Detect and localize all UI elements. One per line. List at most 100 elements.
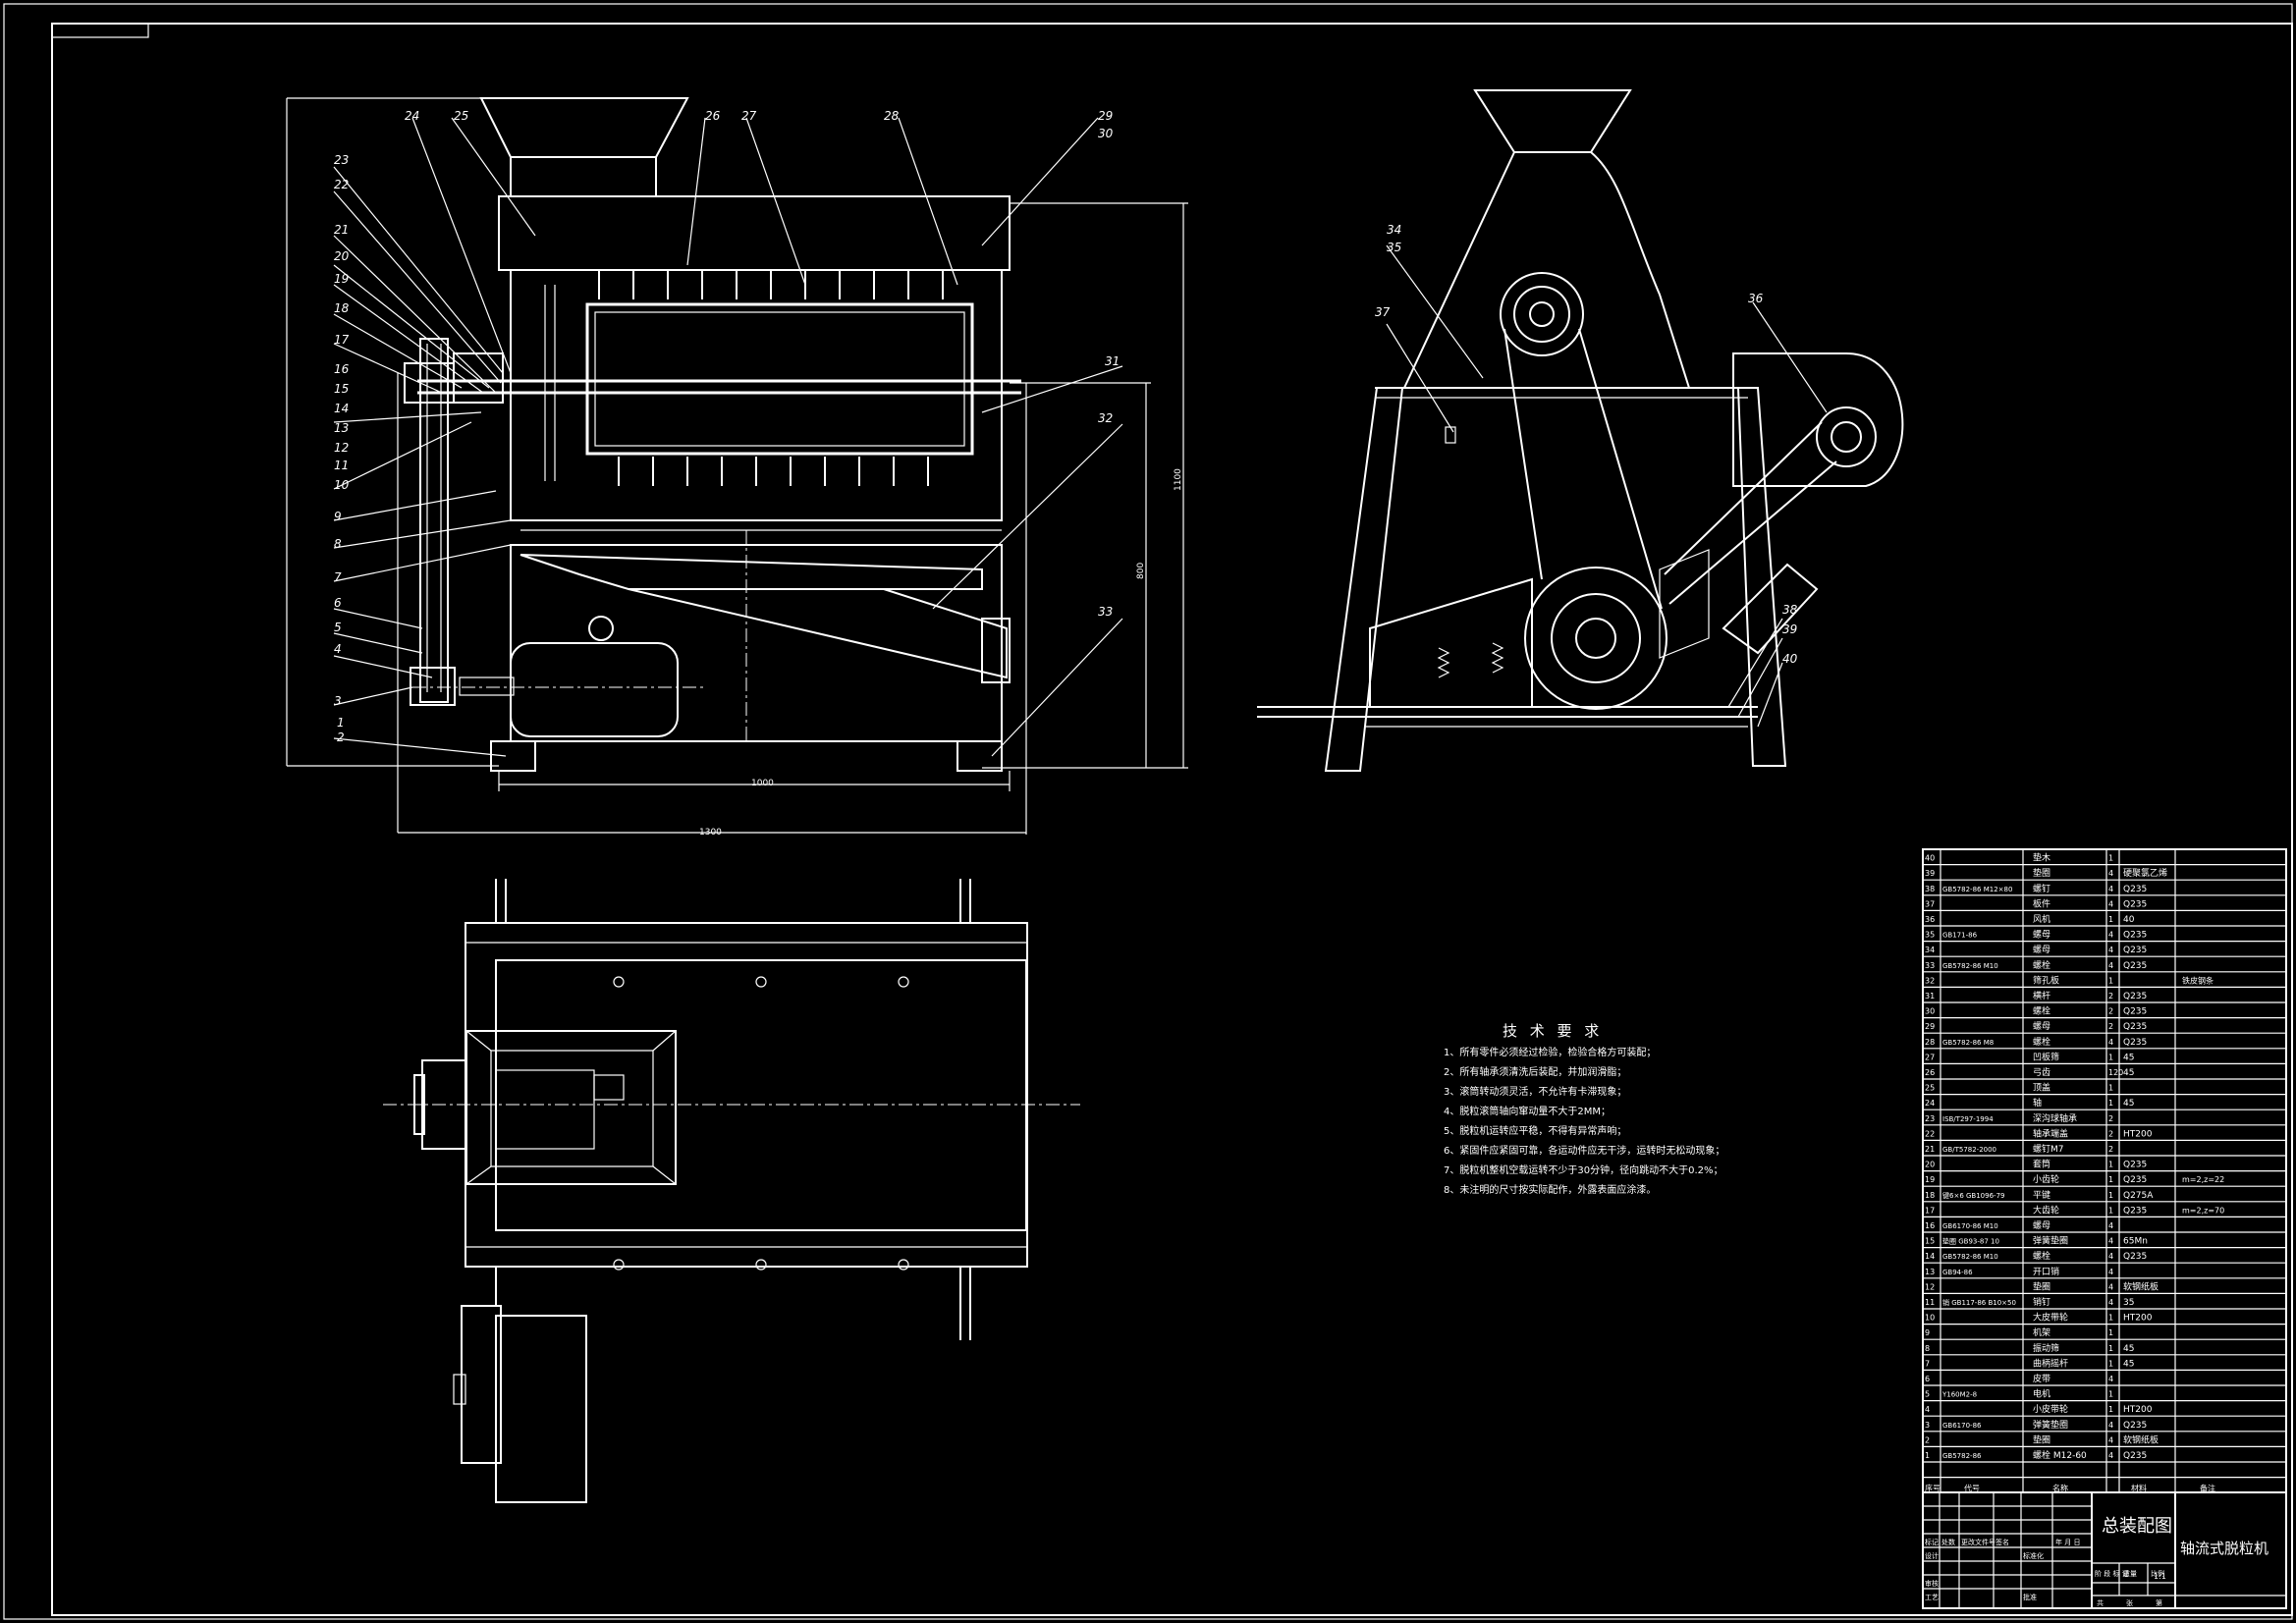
bom-cell-qty: 4: [2108, 899, 2113, 908]
drum-teeth: [598, 270, 944, 486]
bom-cell-code: GB6170-86: [1942, 1422, 1982, 1430]
bom-cell-no: 21: [1925, 1145, 1935, 1154]
top-cover: [498, 195, 1011, 271]
outer-border: [3, 3, 2293, 1620]
bom-cell-no: 26: [1925, 1068, 1935, 1077]
bom-cell-qty: 2: [2108, 1145, 2113, 1154]
tb-design: 设计: [1925, 1551, 1939, 1560]
bom-cell-name: 螺栓 M12-60: [2033, 1449, 2087, 1461]
bom-cell-material: 65Mn: [2123, 1237, 2148, 1247]
bom-header-note: 备注: [2200, 1484, 2215, 1493]
bom-cell-material: HT200: [2123, 1129, 2153, 1139]
bom-cell-qty: 4: [2108, 961, 2113, 970]
balloon-18: 18: [334, 301, 350, 315]
tb-sign: 签名: [1995, 1538, 2009, 1546]
tech-item: 1、所有零件必须经过检验，检验合格方可装配；: [1444, 1046, 1656, 1058]
bom-cell-qty: 1: [2108, 1390, 2113, 1399]
bom-cell-code: GB/T5782-2000: [1942, 1146, 1996, 1154]
bom-cell-material: 软钢纸板: [2123, 1280, 2159, 1292]
bom-header-no: 序号: [1925, 1484, 1941, 1493]
balloon-39: 39: [1782, 622, 1797, 636]
bom-cell-name: 螺母: [2033, 930, 2050, 941]
bom-cell-name: 套筒: [2033, 1159, 2050, 1170]
balloon-8: 8: [334, 537, 342, 551]
bom-cell-qty: 4: [2108, 1038, 2113, 1047]
tb-approve: 批准: [2023, 1593, 2037, 1601]
balloon-2: 2: [337, 730, 345, 744]
balloon-34: 34: [1387, 223, 1401, 237]
bom-cell-no: 23: [1925, 1114, 1935, 1123]
balloon-15: 15: [334, 382, 349, 396]
bom-cell-qty: 4: [2108, 885, 2113, 893]
bom-cell-no: 13: [1925, 1268, 1935, 1276]
side-belt: [1503, 328, 1543, 580]
tb-of: 第: [2156, 1598, 2162, 1607]
balloon-38: 38: [1782, 603, 1798, 617]
bom-cell-no: 34: [1925, 946, 1935, 954]
bom-cell-material: 45: [2123, 1359, 2134, 1369]
bom-cell-material: Q235: [2123, 1252, 2147, 1262]
balloon-4: 4: [334, 642, 342, 656]
tech-item: 6、紧固件应紧固可靠，各运动件应无干涉，运转时无松动现象；: [1444, 1144, 1724, 1157]
bom-cell-qty: 2: [2108, 1129, 2113, 1138]
balloon-24: 24: [405, 109, 419, 123]
balloon-17: 17: [334, 333, 350, 347]
lower-pulley: [1524, 567, 1667, 710]
bom-cell-material: Q235: [2123, 1451, 2147, 1461]
balloon-16: 16: [334, 362, 350, 376]
balloon-3: 3: [334, 694, 342, 708]
bom-cell-name: 电机: [2033, 1388, 2050, 1400]
gear-box: [453, 352, 504, 404]
bom-cell-material: Q235: [2123, 885, 2147, 894]
bom-cell-name: 凹板筛: [2033, 1051, 2059, 1062]
tb-sheet: 张: [2126, 1598, 2133, 1607]
bom-cell-no: 27: [1925, 1053, 1935, 1061]
tb-total: 共: [2097, 1598, 2104, 1607]
bom-cell-no: 7: [1925, 1359, 1930, 1368]
bom-cell-qty: 4: [2108, 946, 2113, 954]
bom-cell-no: 19: [1925, 1175, 1935, 1184]
balloon-22: 22: [334, 178, 349, 191]
left-leg: [1324, 387, 1404, 772]
bom-cell-name: 筛孔板: [2033, 974, 2059, 986]
tb-count: 处数: [1941, 1538, 1955, 1546]
bom-cell-name: 大皮带轮: [2033, 1312, 2068, 1324]
bom-cell-no: 17: [1925, 1206, 1935, 1215]
tech-item: 3、滚筒转动须灵活，不允许有卡滞现象；: [1444, 1085, 1626, 1098]
top-pulley: [421, 1059, 467, 1150]
bom-cell-material: Q235: [2123, 961, 2147, 971]
bom-cell-code: GB171-86: [1942, 932, 1978, 940]
bom-cell-material: 45: [2123, 1344, 2134, 1354]
balloon-10: 10: [334, 478, 350, 492]
top-view: [383, 879, 1080, 1503]
bom-cell-qty: 1: [2108, 1359, 2113, 1368]
bom-cell-code: GB94-86: [1942, 1269, 1973, 1276]
bom-cell-no: 36: [1925, 915, 1935, 924]
bom-cell-name: 风机: [2033, 913, 2050, 925]
bom-cell-qty: 1: [2108, 1314, 2113, 1323]
bom-cell-qty: 120: [2108, 1068, 2123, 1077]
threshing-drum: [585, 302, 974, 456]
bom-cell-name: 大齿轮: [2033, 1204, 2059, 1216]
motor: [510, 642, 679, 737]
vibrating-sieve: [519, 554, 983, 590]
bom-cell-qty: 1: [2108, 915, 2113, 924]
dim-overall-height: 1100: [1174, 468, 1183, 491]
bom-cell-note: 铁皮钢条: [2182, 975, 2214, 985]
bom-cell-qty: 4: [2108, 1282, 2113, 1291]
bom-cell-name: 轴承端盖: [2033, 1127, 2068, 1139]
right-foot: [957, 740, 1003, 772]
dim-inner-width: 1000: [751, 779, 774, 788]
balloon-25: 25: [454, 109, 468, 123]
bom-cell-name: 螺钉: [2033, 884, 2050, 894]
bom-cell-no: 32: [1925, 976, 1935, 985]
bom-cell-code: GB6170-86 M10: [1942, 1222, 1998, 1230]
bom-cell-code: GB5782-86 M8: [1942, 1039, 1994, 1047]
bom-cell-material: Q235: [2123, 931, 2147, 941]
bom-cell-name: 开口销: [2033, 1266, 2059, 1277]
bom-cell-material: Q235: [2123, 1206, 2147, 1216]
bom-cell-code: 键6×6 GB1096-79: [1942, 1191, 2004, 1200]
bom-cell-material: 软钢纸板: [2123, 1434, 2159, 1445]
